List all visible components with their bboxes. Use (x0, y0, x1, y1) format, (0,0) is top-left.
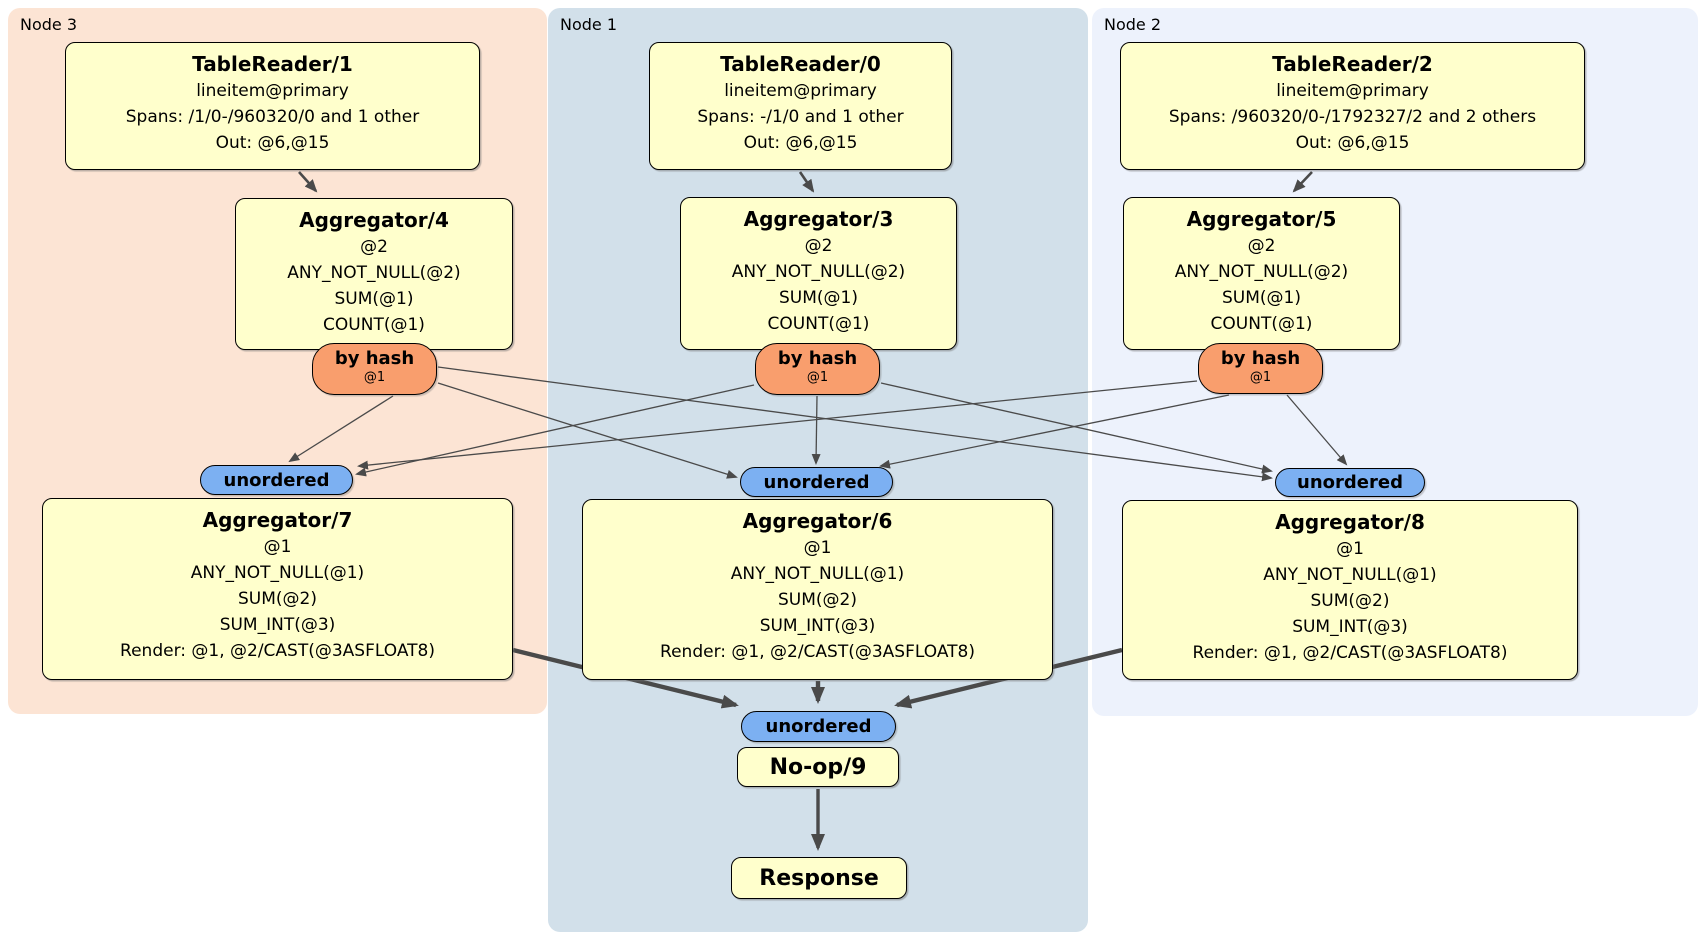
sync-label: unordered (1297, 472, 1403, 493)
processor-line: Out: @6,@15 (215, 133, 330, 153)
processor-line: COUNT(@1) (323, 315, 425, 335)
router-label: by hash (334, 348, 415, 369)
router-detail: @1 (806, 370, 829, 385)
processor-line: Render: @1, @2/CAST(@3ASFLOAT8) (1192, 643, 1508, 663)
sync-label: unordered (223, 469, 330, 491)
processor-line: Render: @1, @2/CAST(@3ASFLOAT8) (120, 641, 435, 661)
processor-aggregator-3: Aggregator/3 @2 ANY_NOT_NULL(@2) SUM(@1)… (680, 197, 957, 350)
processor-line: SUM(@2) (778, 590, 857, 610)
router-detail: @1 (363, 370, 386, 385)
processor-line: @1 (263, 537, 292, 557)
processor-title: No-op/9 (769, 754, 867, 780)
processor-title: Aggregator/4 (299, 208, 449, 232)
region-node3-label: Node 3 (20, 15, 78, 34)
processor-line: SUM_INT(@3) (219, 615, 336, 635)
sync-unordered-7: unordered (200, 465, 353, 495)
processor-line: SUM(@2) (1310, 591, 1390, 611)
processor-line: Spans: /960320/0-/1792327/2 and 2 others (1168, 107, 1537, 127)
processor-title: TableReader/0 (720, 52, 881, 76)
processor-line: ANY_NOT_NULL(@1) (190, 563, 365, 583)
sync-unordered-final: unordered (741, 711, 896, 742)
sync-label: unordered (765, 716, 872, 737)
processor-title: Aggregator/8 (1275, 510, 1425, 534)
router-detail: @1 (1249, 370, 1272, 385)
processor-line: lineitem@primary (724, 81, 877, 101)
processor-tablereader-2: TableReader/2 lineitem@primary Spans: /9… (1120, 42, 1585, 170)
processor-aggregator-7: Aggregator/7 @1 ANY_NOT_NULL(@1) SUM(@2)… (42, 498, 513, 680)
processor-title: Aggregator/7 (202, 508, 353, 532)
processor-line: ANY_NOT_NULL(@2) (1174, 262, 1349, 282)
processor-line: @2 (1247, 236, 1276, 256)
router-label: by hash (1220, 348, 1301, 369)
processor-aggregator-8: Aggregator/8 @1 ANY_NOT_NULL(@1) SUM(@2)… (1122, 500, 1578, 680)
processor-line: @2 (360, 237, 388, 257)
processor-line: @1 (803, 538, 832, 558)
response-box: Response (731, 857, 907, 899)
sync-label: unordered (763, 471, 870, 493)
processor-line: @2 (804, 236, 833, 256)
router-by-hash-4: by hash @1 (312, 343, 437, 395)
processor-line: lineitem@primary (196, 81, 349, 101)
processor-tablereader-1: TableReader/1 lineitem@primary Spans: /1… (65, 42, 480, 170)
processor-line: Render: @1, @2/CAST(@3ASFLOAT8) (660, 642, 975, 662)
processor-title: TableReader/1 (192, 52, 353, 76)
processor-title: Aggregator/6 (742, 509, 893, 533)
processor-aggregator-4: Aggregator/4 @2 ANY_NOT_NULL(@2) SUM(@1)… (235, 198, 513, 350)
processor-line: Spans: -/1/0 and 1 other (697, 107, 904, 127)
processor-line: COUNT(@1) (767, 314, 870, 334)
processor-title: Aggregator/3 (743, 207, 894, 231)
processor-line: Spans: /1/0-/960320/0 and 1 other (125, 107, 420, 127)
sync-unordered-8: unordered (1275, 468, 1425, 497)
processor-line: SUM(@1) (334, 289, 414, 309)
processor-line: COUNT(@1) (1210, 314, 1313, 334)
processor-line: SUM_INT(@3) (1292, 617, 1408, 637)
region-node2-label: Node 2 (1104, 15, 1162, 34)
processor-line: SUM(@1) (779, 288, 858, 308)
processor-title: Aggregator/5 (1186, 207, 1337, 231)
processor-noop-9: No-op/9 (737, 747, 899, 787)
response-label: Response (759, 865, 879, 891)
processor-tablereader-0: TableReader/0 lineitem@primary Spans: -/… (649, 42, 952, 170)
processor-line: ANY_NOT_NULL(@1) (1263, 565, 1437, 585)
processor-line: SUM_INT(@3) (759, 616, 876, 636)
region-node1-label: Node 1 (560, 15, 618, 34)
router-label: by hash (777, 348, 858, 369)
processor-line: Out: @6,@15 (743, 133, 858, 153)
processor-line: ANY_NOT_NULL(@2) (731, 262, 906, 282)
router-by-hash-3: by hash @1 (755, 343, 880, 395)
processor-line: SUM(@1) (1222, 288, 1301, 308)
processor-aggregator-5: Aggregator/5 @2 ANY_NOT_NULL(@2) SUM(@1)… (1123, 197, 1400, 350)
sync-unordered-6: unordered (740, 467, 893, 497)
processor-aggregator-6: Aggregator/6 @1 ANY_NOT_NULL(@1) SUM(@2)… (582, 499, 1053, 680)
processor-title: TableReader/2 (1272, 52, 1433, 76)
processor-line: ANY_NOT_NULL(@1) (730, 564, 905, 584)
processor-line: Out: @6,@15 (1295, 133, 1410, 153)
processor-line: @1 (1336, 539, 1364, 559)
processor-line: lineitem@primary (1276, 81, 1429, 101)
router-by-hash-5: by hash @1 (1198, 343, 1323, 394)
processor-line: ANY_NOT_NULL(@2) (287, 263, 461, 283)
processor-line: SUM(@2) (238, 589, 317, 609)
